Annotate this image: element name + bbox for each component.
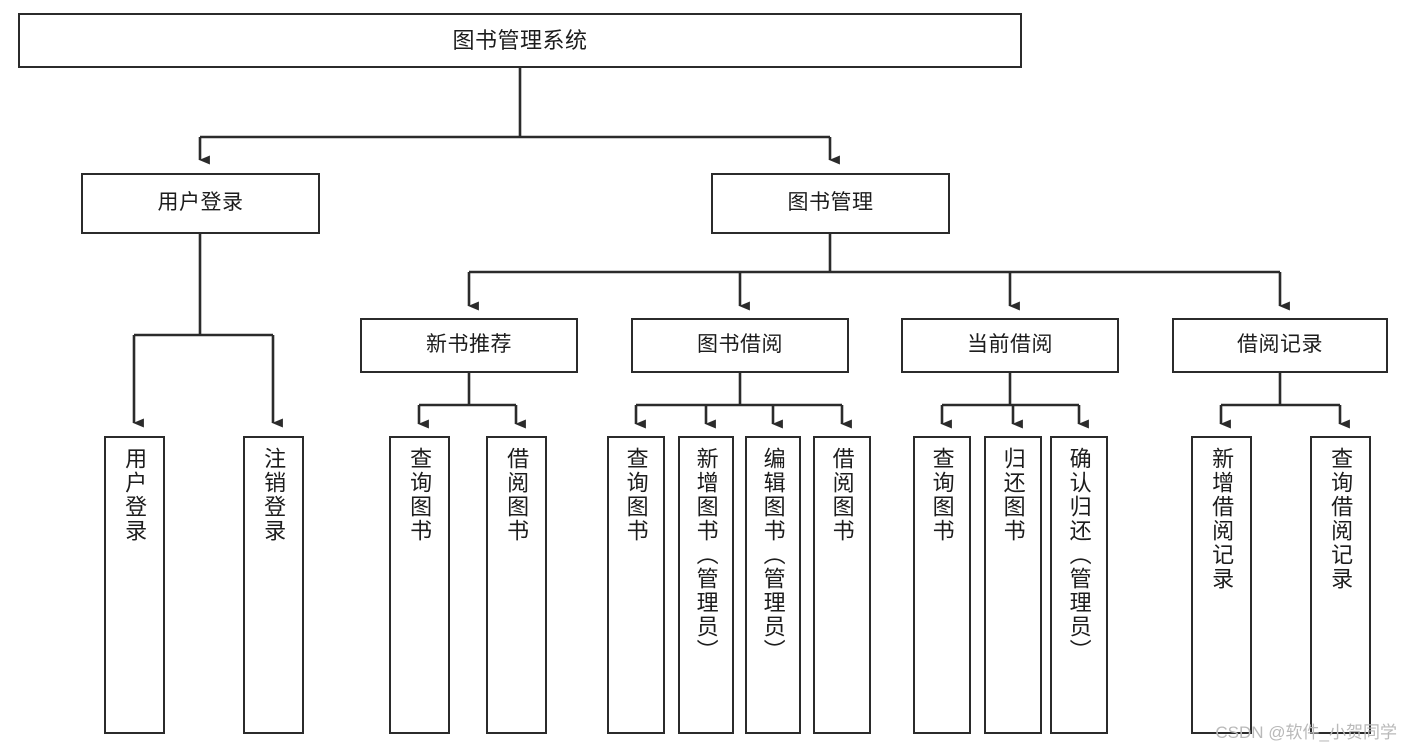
- node-leaf-query-book-3-label: 查询图书: [929, 447, 955, 543]
- node-leaf-borrow-book-2[interactable]: 借阅图书: [813, 436, 871, 734]
- node-user-login-label: 用户登录: [157, 191, 244, 215]
- node-current-borrow-label: 当前借阅: [967, 333, 1053, 357]
- node-leaf-query-book-2[interactable]: 查询图书: [607, 436, 665, 734]
- node-leaf-query-book-3[interactable]: 查询图书: [913, 436, 971, 734]
- node-root-system-label: 图书管理系统: [452, 27, 588, 53]
- node-leaf-edit-book[interactable]: 编辑图书（管理员）: [745, 436, 801, 734]
- node-leaf-logout[interactable]: 注销登录: [243, 436, 304, 734]
- node-book-manage[interactable]: 图书管理: [711, 173, 950, 234]
- csdn-watermark: CSDN @软件_小贺同学: [1215, 723, 1397, 742]
- node-leaf-edit-book-label: 编辑图书（管理员）: [760, 447, 786, 663]
- node-root-system[interactable]: 图书管理系统: [18, 13, 1022, 68]
- node-borrow-record[interactable]: 借阅记录: [1172, 318, 1388, 373]
- node-borrow-record-label: 借阅记录: [1237, 333, 1323, 357]
- node-leaf-borrow-book-2-label: 借阅图书: [829, 447, 855, 543]
- node-user-login[interactable]: 用户登录: [81, 173, 320, 234]
- node-leaf-logout-label: 注销登录: [261, 447, 287, 543]
- node-book-borrow[interactable]: 图书借阅: [631, 318, 849, 373]
- node-leaf-user-login-label: 用户登录: [122, 447, 148, 543]
- node-leaf-confirm-return[interactable]: 确认归还（管理员）: [1050, 436, 1108, 734]
- node-leaf-borrow-book-1[interactable]: 借阅图书: [486, 436, 547, 734]
- node-leaf-add-record-label: 新增借阅记录: [1209, 447, 1235, 591]
- node-leaf-add-book-label: 新增图书（管理员）: [693, 447, 719, 663]
- node-leaf-user-login[interactable]: 用户登录: [104, 436, 165, 734]
- node-leaf-query-record[interactable]: 查询借阅记录: [1310, 436, 1371, 734]
- node-book-borrow-label: 图书借阅: [697, 333, 783, 357]
- node-book-manage-label: 图书管理: [787, 191, 874, 215]
- node-leaf-add-record[interactable]: 新增借阅记录: [1191, 436, 1252, 734]
- node-leaf-borrow-book-1-label: 借阅图书: [504, 447, 530, 543]
- node-current-borrow[interactable]: 当前借阅: [901, 318, 1119, 373]
- node-leaf-query-book-2-label: 查询图书: [623, 447, 649, 543]
- node-leaf-return-book[interactable]: 归还图书: [984, 436, 1042, 734]
- node-leaf-query-book-1-label: 查询图书: [407, 447, 433, 543]
- node-leaf-confirm-return-label: 确认归还（管理员）: [1066, 447, 1092, 663]
- node-leaf-return-book-label: 归还图书: [1000, 447, 1026, 543]
- node-new-book-rec-label: 新书推荐: [426, 333, 512, 357]
- node-leaf-query-record-label: 查询借阅记录: [1328, 447, 1354, 591]
- node-leaf-add-book[interactable]: 新增图书（管理员）: [678, 436, 734, 734]
- node-new-book-rec[interactable]: 新书推荐: [360, 318, 578, 373]
- node-leaf-query-book-1[interactable]: 查询图书: [389, 436, 450, 734]
